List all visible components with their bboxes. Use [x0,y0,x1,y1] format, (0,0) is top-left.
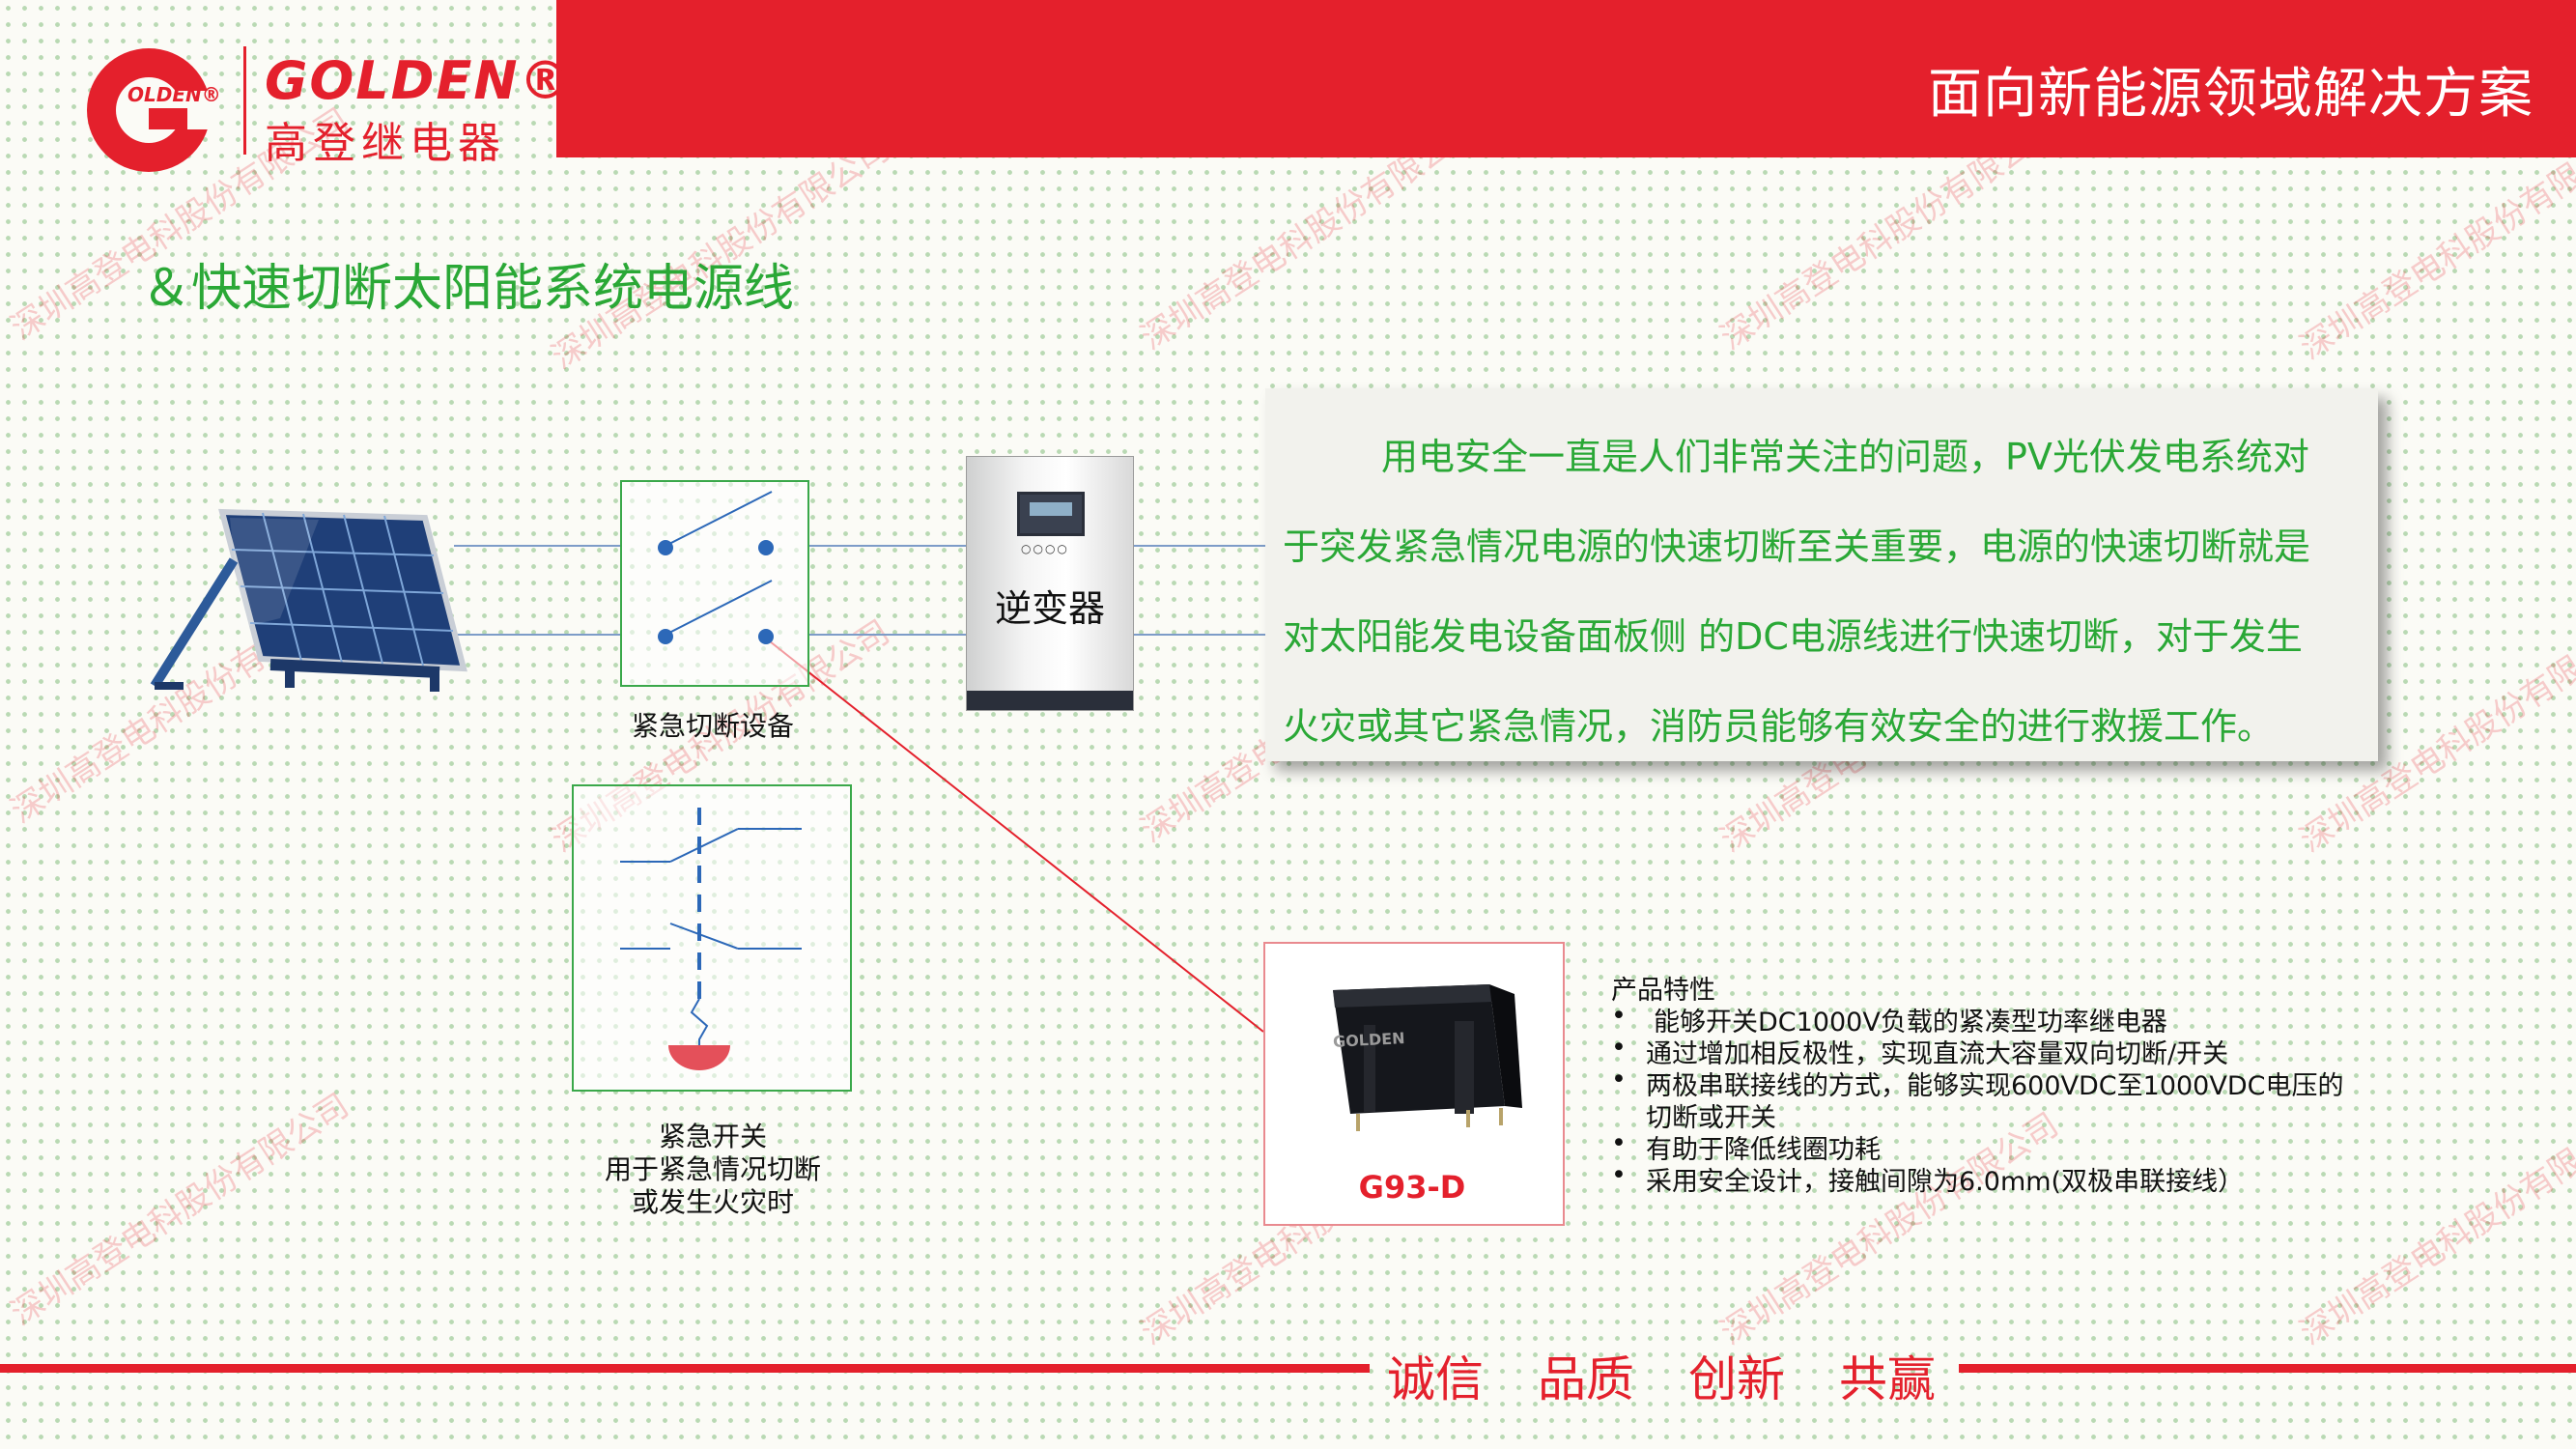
inverter: ○○○○ 逆变器 [966,456,1134,711]
feature-bullet: • [1611,1001,1627,1031]
feature-item-1: 能够开关DC1000V负载的紧凑型功率继电器 [1654,1008,2167,1037]
inverter-buttons-icon: ○○○○ [1021,542,1069,555]
feature-item-5: 采用安全设计，接触间隙为6.0mm(双极串联接线） [1646,1167,2245,1197]
slogan-quality: 品质 [1538,1351,1634,1407]
inverter-screen-icon [1017,492,1085,536]
features-title: 产品特性 [1611,976,1715,1006]
inverter-label: 逆变器 [994,587,1105,630]
feature-bullet: • [1611,1160,1627,1190]
section-title: ＆快速切断太阳能系统电源线 [141,260,795,318]
logo-divider [243,46,246,155]
cutoff-device-label: 紧急切断设备 [631,710,794,742]
emergency-switch-label-2: 用于紧急情况切断 [604,1153,821,1185]
logo-mark-text: OLDEN® [127,83,221,106]
description-box: 用电安全一直是人们非常关注的问题，PV光伏发电系统对 于突发紧急情况电源的快速切… [1265,388,2378,761]
relay-image [1333,984,1522,1131]
description-line-4: 火灾或其它紧急情况，消防员能够有效安全的进行救援工作。 [1283,705,2275,748]
footer-line-left [0,1364,1370,1373]
feature-item-3: 两极串联接线的方式，能够实现600VDC至1000VDC电压的 [1646,1071,2344,1101]
feature-item-2: 通过增加相反极性，实现直流大容量双向切断/开关 [1646,1039,2229,1069]
solar-panel-icon [150,508,467,692]
emergency-switch-symbol-icon [620,808,802,1070]
description-line-1: 用电安全一直是人们非常关注的问题，PV光伏发电系统对 [1381,436,2309,478]
golden-logo-icon [87,48,211,172]
slogan-innovation: 创新 [1688,1351,1785,1407]
brand-name-en: GOLDEN® [265,50,574,111]
slogan-win-win: 共赢 [1839,1351,1936,1407]
feature-bullet: • [1611,1128,1627,1158]
description-line-3: 对太阳能发电设备面板侧 的DC电源线进行快速切断，对于发生 [1283,615,2303,658]
switch-contacts-icon [658,491,774,644]
brand-name-cn: 高登继电器 [265,119,506,168]
feature-bullet: • [1611,1065,1627,1094]
emergency-switch-label-3: 或发生火灾时 [631,1186,794,1218]
header-title: 面向新能源领域解决方案 [1928,63,2534,126]
feature-item-4: 有助于降低线圈功耗 [1646,1135,1881,1165]
relay-callout-line [764,637,1264,1033]
emergency-cutoff-device [620,480,809,687]
description-line-2: 于突发紧急情况电源的快速切断至关重要，电源的快速切断就是 [1283,526,2311,568]
emergency-switch [572,784,852,1092]
feature-item-3-cont: 切断或开关 [1646,1103,1776,1133]
feature-bullet: • [1611,1033,1627,1063]
relay-model-label: G93-D [1358,1169,1466,1206]
relay-product-card: GOLDEN [1263,942,1565,1226]
slogan-integrity: 诚信 [1387,1351,1484,1407]
emergency-switch-label-1: 紧急开关 [658,1121,767,1152]
relay-print-text: GOLDEN [1332,1029,1405,1051]
header-bar [556,0,2576,157]
footer-line-right [1959,1364,2576,1373]
